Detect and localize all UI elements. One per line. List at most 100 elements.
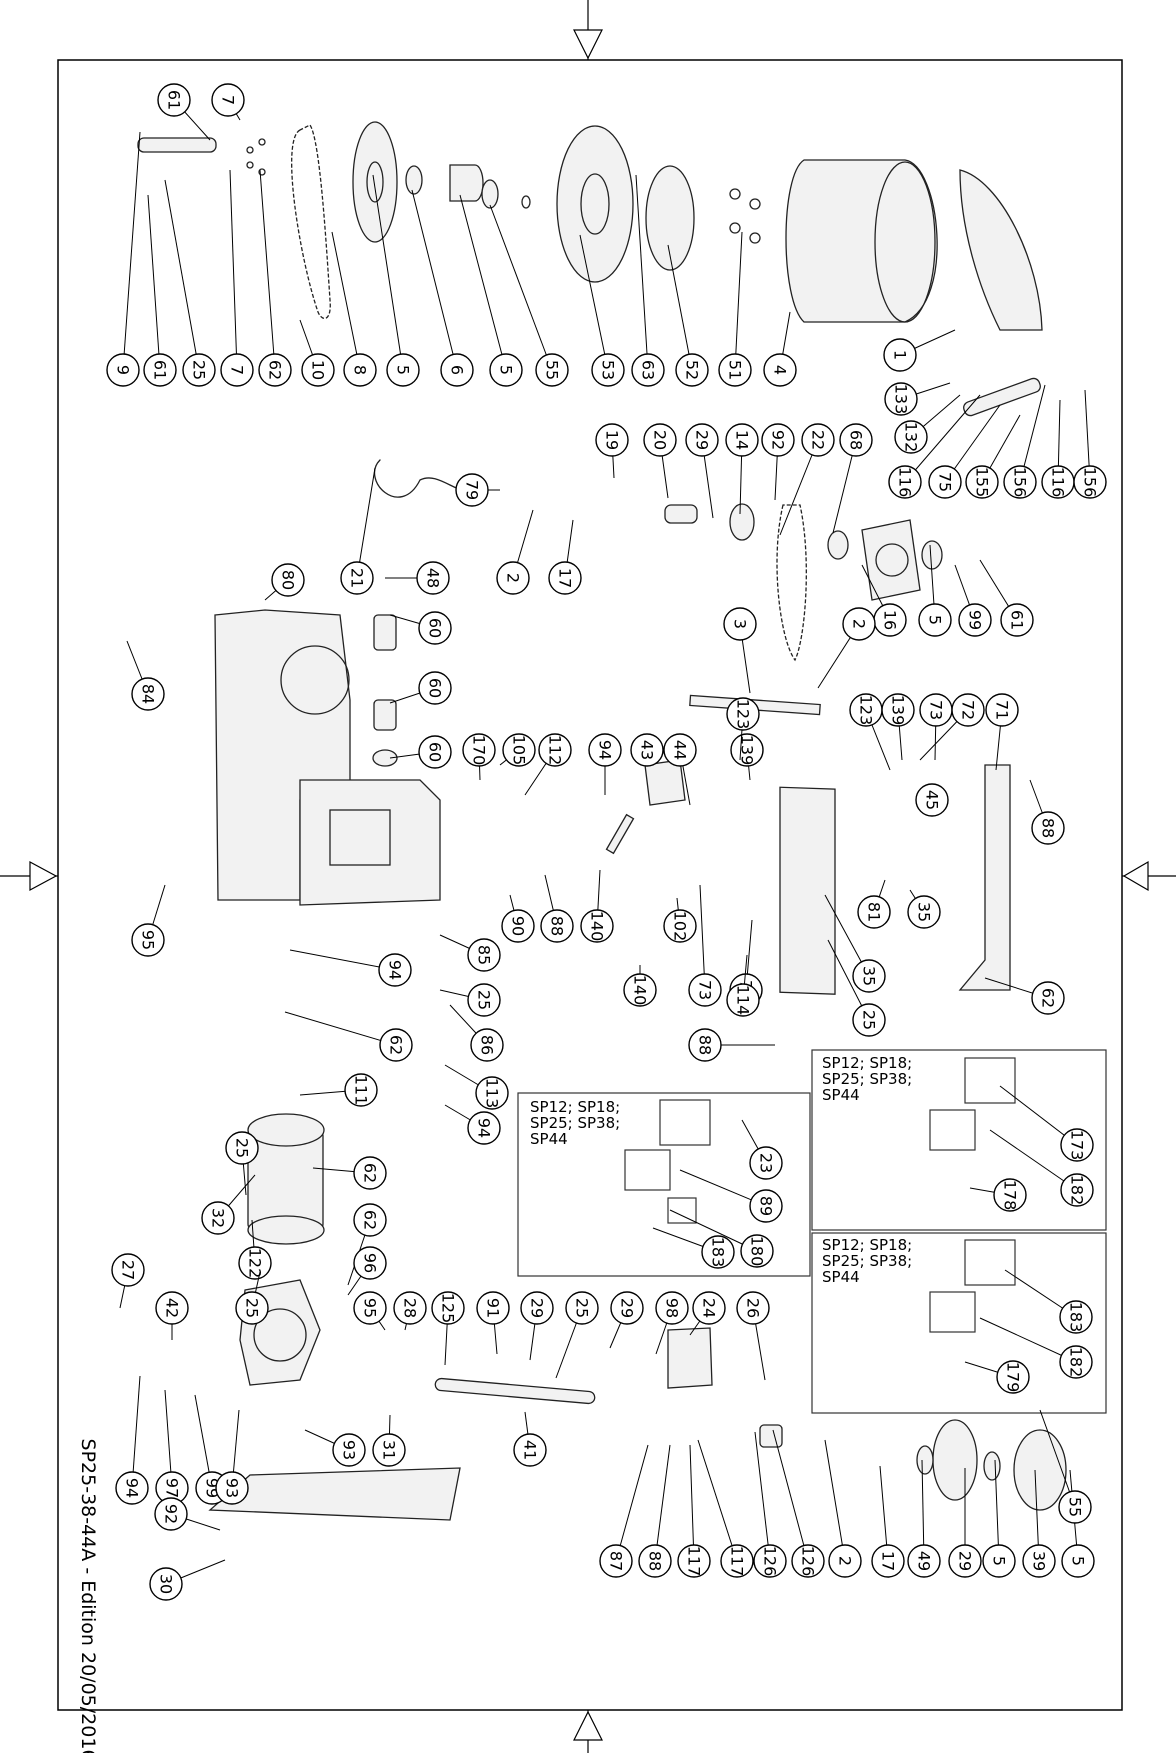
callout-number: 7 bbox=[228, 365, 247, 375]
callout-leader bbox=[331, 231, 361, 371]
callout-circle bbox=[701, 1235, 735, 1269]
callout-circle bbox=[857, 895, 891, 929]
callout-balloon: 180 bbox=[669, 1209, 774, 1268]
callout-balloon: 87 bbox=[599, 1444, 649, 1578]
callout-balloon: 9 bbox=[106, 131, 141, 387]
callout-balloon: 3 bbox=[723, 607, 757, 694]
callout-number: 29 bbox=[528, 1298, 547, 1318]
callout-number: 68 bbox=[847, 430, 866, 450]
callout-balloon: 117 bbox=[677, 1444, 711, 1578]
callout-circle bbox=[353, 1156, 387, 1190]
callout-balloon: 73 bbox=[919, 693, 953, 761]
callout-circle bbox=[353, 1291, 387, 1325]
inset-variant-c-line-1: SP12; SP18; bbox=[822, 1236, 912, 1254]
callout-circle bbox=[688, 973, 722, 1007]
callout-number: 79 bbox=[463, 480, 482, 500]
callout-balloon: 114 bbox=[726, 954, 760, 1017]
callout-number: 125 bbox=[439, 1293, 458, 1324]
callout-balloon: 62 bbox=[312, 1156, 387, 1190]
callout-circle bbox=[455, 473, 489, 507]
callout-circle bbox=[884, 382, 918, 416]
callout-circle bbox=[154, 1497, 188, 1531]
callout-number: 3 bbox=[731, 619, 750, 629]
callout-number: 87 bbox=[607, 1551, 626, 1571]
callout-number: 25 bbox=[243, 1298, 262, 1318]
callout-number: 39 bbox=[1030, 1551, 1049, 1571]
callout-number: 95 bbox=[361, 1298, 380, 1318]
callout-balloon: 44 bbox=[663, 733, 697, 806]
callout-balloon: 60 bbox=[389, 611, 452, 645]
callout-circle bbox=[1031, 981, 1065, 1015]
callout-circle bbox=[431, 1291, 465, 1325]
callout-circle bbox=[538, 733, 572, 767]
callout-number: 35 bbox=[860, 966, 879, 986]
callout-number: 29 bbox=[956, 1551, 975, 1571]
callout-circle bbox=[111, 1253, 145, 1287]
callout-balloon: 7 bbox=[211, 83, 245, 121]
callout-balloon: 48 bbox=[385, 561, 450, 595]
callout-number: 5 bbox=[926, 615, 945, 625]
callout-number: 80 bbox=[279, 570, 298, 590]
callout-leader bbox=[615, 1444, 649, 1562]
callout-number: 61 bbox=[165, 90, 184, 110]
callout-number: 89 bbox=[757, 1196, 776, 1216]
callout-circle bbox=[535, 353, 569, 387]
callout-number: 62 bbox=[361, 1163, 380, 1183]
callout-number: 183 bbox=[1067, 1302, 1086, 1333]
callout-balloon: 49 bbox=[907, 1459, 941, 1578]
callout-balloon: 93 bbox=[215, 1409, 249, 1505]
callout-balloon: 97 bbox=[155, 1389, 189, 1505]
inset-variant-c-line-3: SP44 bbox=[822, 1268, 860, 1286]
callout-number: 62 bbox=[361, 1210, 380, 1230]
inset-variant-a: SP12; SP18; SP25; SP38; SP44 bbox=[517, 1092, 811, 1277]
callout-number: 25 bbox=[233, 1138, 252, 1158]
callout-circle bbox=[588, 733, 622, 767]
callout-number: 73 bbox=[696, 980, 715, 1000]
callout-number: 2 bbox=[504, 573, 523, 583]
callout-number: 73 bbox=[927, 700, 946, 720]
callout-balloon: 43 bbox=[630, 733, 664, 767]
callout-number: 180 bbox=[748, 1236, 767, 1267]
callout-balloon: 92 bbox=[154, 1497, 221, 1531]
callout-number: 25 bbox=[190, 360, 209, 380]
callout-balloon: 39 bbox=[1022, 1469, 1056, 1578]
callout-circle bbox=[258, 353, 292, 387]
callout-balloon: 94 bbox=[115, 1375, 149, 1505]
callout-number: 42 bbox=[163, 1298, 182, 1318]
callout-circle bbox=[520, 1291, 554, 1325]
callout-leader bbox=[372, 174, 404, 371]
edition-footer: SP25-38-44A - Edition 20/05/2016 bbox=[77, 1439, 99, 1753]
callout-balloon: 88 bbox=[638, 1444, 672, 1578]
callout-number: 24 bbox=[700, 1298, 719, 1318]
callout-circle bbox=[332, 1433, 366, 1467]
callout-number: 63 bbox=[639, 360, 658, 380]
callout-balloon: 55 bbox=[489, 204, 569, 387]
callout-circle bbox=[1061, 1544, 1095, 1578]
callout-number: 170 bbox=[470, 735, 489, 766]
callout-circle bbox=[1059, 1345, 1093, 1379]
callout-balloon: 72 bbox=[919, 693, 985, 761]
callout-balloon: 2 bbox=[496, 509, 534, 595]
callout-circle bbox=[1059, 1300, 1093, 1334]
callout-circle bbox=[951, 693, 985, 727]
callout-number: 62 bbox=[387, 1035, 406, 1055]
callout-circle bbox=[548, 561, 582, 595]
callout-balloon: 89 bbox=[679, 1169, 783, 1223]
callout-balloon: 96 bbox=[347, 1246, 387, 1296]
callout-number: 156 bbox=[1011, 467, 1030, 498]
callout-balloon: 94 bbox=[289, 949, 412, 987]
callout-leader bbox=[697, 1439, 738, 1562]
callout-circle bbox=[883, 338, 917, 372]
callout-circle bbox=[1031, 811, 1065, 845]
callout-circle bbox=[149, 1567, 183, 1601]
callout-number: 43 bbox=[638, 740, 657, 760]
callout-number: 5 bbox=[1069, 1556, 1088, 1566]
callout-balloon: 2 bbox=[824, 1439, 862, 1578]
callout-circle bbox=[1000, 603, 1034, 637]
callout-circle bbox=[591, 353, 625, 387]
callout-number: 182 bbox=[1068, 1175, 1087, 1206]
callout-balloon: 183 bbox=[652, 1227, 735, 1269]
callout-balloon: 91 bbox=[476, 1291, 510, 1355]
callout-balloon: 61 bbox=[157, 83, 211, 141]
callout-number: 178 bbox=[1001, 1180, 1020, 1211]
